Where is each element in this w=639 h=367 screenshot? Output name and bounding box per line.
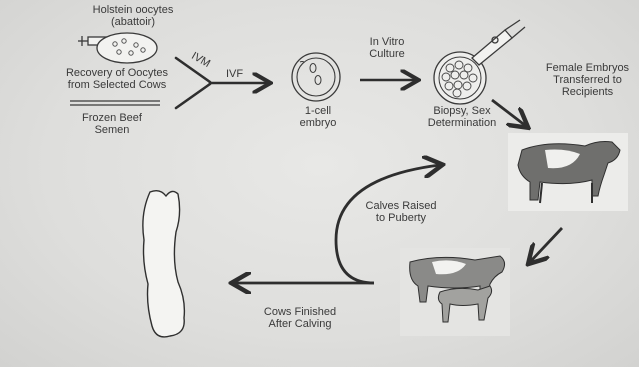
embryo-icon — [292, 53, 340, 101]
calves-raised-label: Calves Raised to Puberty — [356, 200, 446, 224]
female-embryos-label: Female Embryos Transferred to Recipients — [538, 62, 637, 98]
one-cell-line1: 1-cell — [296, 105, 340, 117]
frozen-semen-label: Frozen Beef Semen — [72, 112, 152, 136]
semen-straw-icon — [70, 101, 160, 105]
holstein-oocytes-label: Holstein oocytes (abattoir) — [78, 4, 188, 28]
beef-carcass-icon — [143, 191, 185, 337]
arrow-to-calf — [530, 228, 562, 262]
biopsy-line1: Biopsy, Sex — [422, 105, 502, 117]
recipient-cow-icon — [508, 133, 628, 211]
in-vitro-culture-label: In Vitro Culture — [362, 36, 412, 60]
calves-line2: to Puberty — [356, 212, 446, 224]
one-cell-embryo-label: 1-cell embryo — [296, 105, 340, 129]
calves-line1: Calves Raised — [356, 200, 446, 212]
cow-with-calf-icon — [400, 248, 510, 336]
cows-finished-label: Cows Finished After Calving — [248, 306, 352, 330]
recovery-line2: from Selected Cows — [58, 79, 176, 91]
female-line3: Recipients — [538, 86, 637, 98]
recovery-label: Recovery of Oocytes from Selected Cows — [58, 67, 176, 91]
female-line2: Transferred to — [538, 74, 637, 86]
biopsy-label: Biopsy, Sex Determination — [422, 105, 502, 129]
ivf-text: IVF — [226, 68, 243, 80]
frozen-line2: Semen — [72, 124, 152, 136]
petri-dish-icon — [97, 33, 157, 63]
in-vitro-line2: Culture — [362, 48, 412, 60]
holstein-line2: (abattoir) — [78, 16, 188, 28]
cows-line2: After Calving — [248, 318, 352, 330]
biopsy-pipette-icon — [472, 20, 525, 65]
frozen-line1: Frozen Beef — [72, 112, 152, 124]
ivf-label: IVF — [226, 68, 243, 80]
female-line1: Female Embryos — [538, 62, 637, 74]
biopsy-line2: Determination — [422, 117, 502, 129]
holstein-line1: Holstein oocytes — [78, 4, 188, 16]
cows-line1: Cows Finished — [248, 306, 352, 318]
convergence-arrow — [176, 58, 268, 108]
recovery-line1: Recovery of Oocytes — [58, 67, 176, 79]
in-vitro-line1: In Vitro — [362, 36, 412, 48]
one-cell-line2: embryo — [296, 117, 340, 129]
